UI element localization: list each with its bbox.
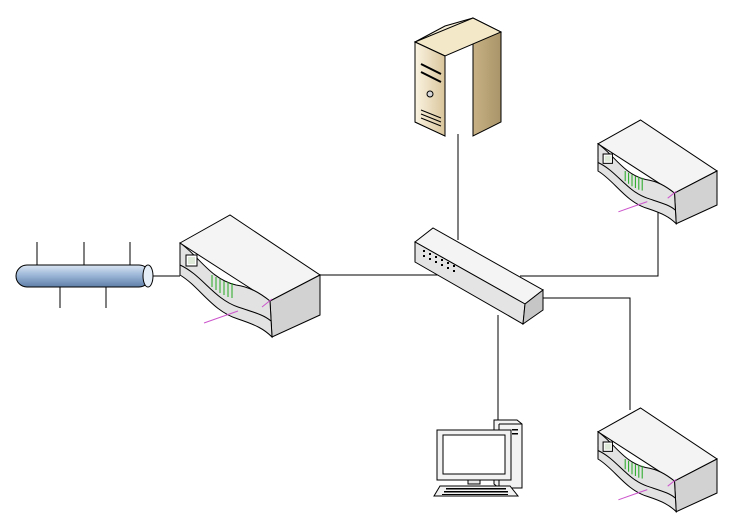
connections (318, 134, 659, 420)
server-tower-icon (413, 17, 503, 137)
router-icon (597, 119, 719, 226)
backbone-taps (36, 242, 131, 308)
desktop-computer-icon (433, 419, 523, 497)
bus-backbone-icon (15, 242, 180, 308)
router-icon (179, 214, 321, 339)
keyboard (433, 485, 520, 497)
link-switch-router-bottom-right (535, 297, 631, 410)
router-icon (597, 407, 719, 514)
monitor (436, 429, 512, 485)
link-switch-router-top-right (520, 212, 659, 277)
switch-hub-icon (414, 227, 544, 326)
